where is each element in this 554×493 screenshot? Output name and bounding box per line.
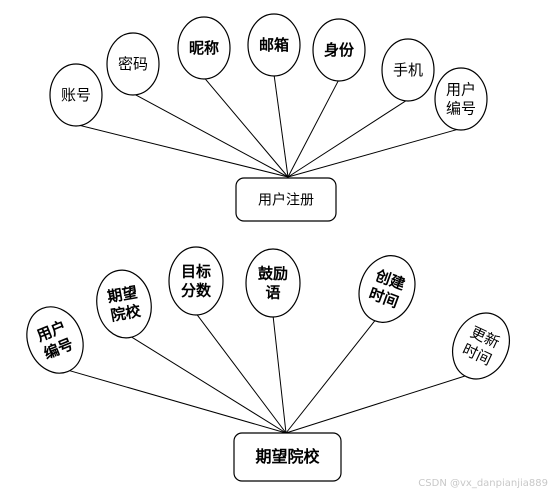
target-college-attr-expected-college: 期望院校 [96, 269, 152, 339]
attribute-label: 身份 [324, 41, 355, 59]
attribute-label: 语 [265, 284, 280, 302]
attribute-oval [245, 248, 301, 318]
attribute-label: 目标 [181, 263, 211, 281]
attribute-oval [358, 255, 416, 323]
attribute-label: 编号 [446, 100, 476, 118]
user-registration-attr-account: 账号 [49, 63, 103, 127]
attribute-label: 院校 [109, 302, 143, 325]
attribute-label: 昵称 [189, 39, 219, 57]
attribute-label: 分数 [181, 282, 212, 300]
attribute-label: 用户 [446, 81, 476, 99]
entity-label: 期望院校 [255, 447, 320, 466]
watermark: CSDN @vx_danpianjia889 [418, 478, 548, 489]
connector-line [195, 312, 287, 434]
connector-line [285, 374, 468, 434]
connector-line [287, 99, 409, 178]
user-registration-attr-password: 密码 [106, 32, 160, 96]
entity-user-registration: 用户注册 [235, 177, 337, 222]
connector-line [272, 315, 287, 434]
user-registration-attr-phone: 手机 [381, 38, 435, 102]
attribute-label: 邮箱 [259, 36, 289, 54]
connector-line [75, 123, 289, 178]
user-registration-attr-identity: 身份 [312, 18, 366, 82]
entity-box [233, 432, 342, 482]
connector-line [287, 127, 462, 178]
entity-label: 用户注册 [258, 192, 314, 209]
attribute-label: 账号 [61, 86, 91, 104]
attribute-label: 手机 [393, 61, 423, 79]
connector-line [129, 335, 287, 434]
connector-line [285, 319, 377, 434]
connector-line [203, 77, 289, 178]
attribute-oval [168, 246, 224, 316]
attribute-label: 密码 [118, 55, 148, 73]
target-college-attr-encouragement: 鼓励语 [245, 248, 301, 318]
attribute-label: 期望 [106, 283, 139, 306]
connector-lines [66, 74, 468, 434]
user-registration-attr-nickname: 昵称 [177, 16, 231, 80]
attribute-oval [177, 16, 231, 80]
connector-line [273, 74, 289, 178]
entity-target-college: 期望院校 [233, 432, 342, 482]
attribute-oval [26, 306, 84, 374]
attribute-oval [312, 18, 366, 82]
entity-box [235, 177, 337, 222]
attribute-label: 鼓励 [258, 265, 288, 283]
connector-line [132, 93, 289, 178]
user-registration-attr-email: 邮箱 [247, 13, 301, 77]
attribute-oval [247, 13, 301, 77]
connector-line [66, 369, 287, 434]
attribute-oval [452, 312, 510, 380]
attribute-oval [434, 67, 488, 131]
connector-line [287, 79, 340, 178]
attribute-oval [106, 32, 160, 96]
shapes: 账号密码昵称邮箱身份手机用户编号用户注册用户编号期望院校目标分数鼓励语创建时间更… [26, 13, 510, 482]
attribute-oval [381, 38, 435, 102]
attribute-oval [49, 63, 103, 127]
attribute-oval [96, 269, 152, 339]
